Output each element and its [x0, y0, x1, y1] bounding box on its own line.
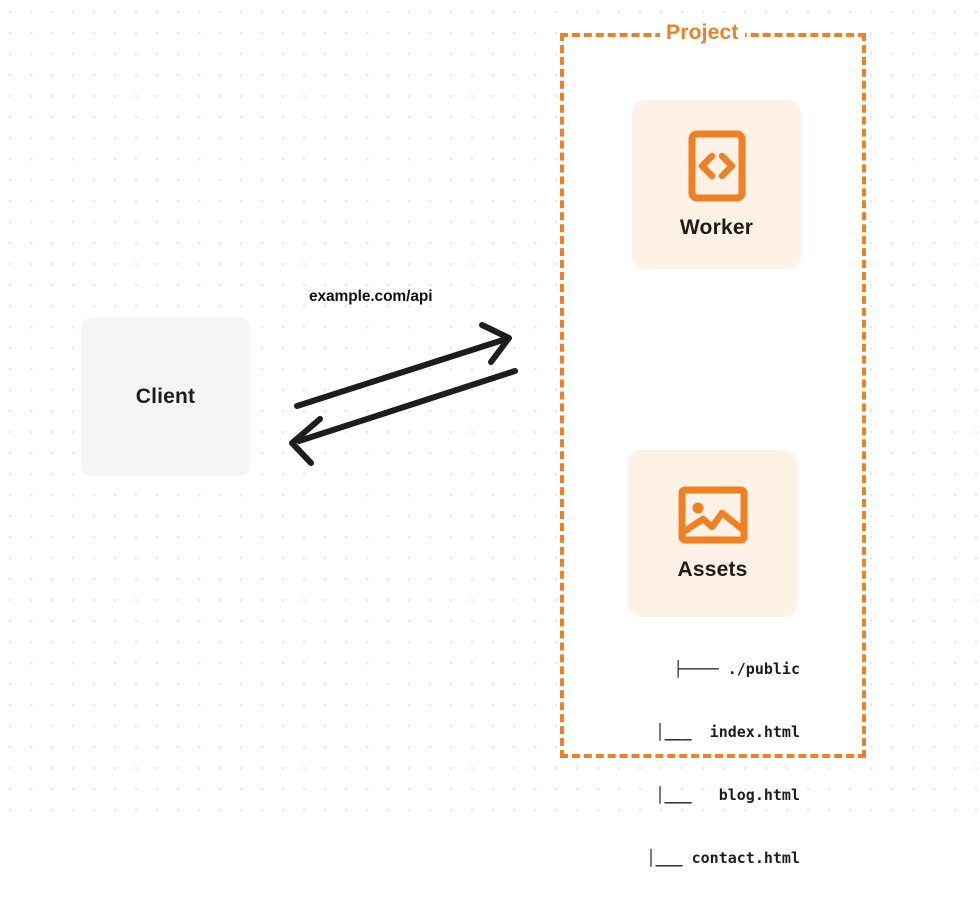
worker-node[interactable]: Worker	[632, 100, 801, 269]
request-arrow	[294, 322, 512, 409]
file-tree-line: │___ index.html	[655, 723, 801, 741]
file-tree-line: │___ blog.html	[655, 786, 801, 804]
assets-node[interactable]: Assets	[628, 450, 797, 617]
file-tree-line: ├──── ./public	[673, 660, 800, 678]
project-title-label: Project	[660, 21, 745, 45]
code-brackets-icon	[688, 130, 746, 202]
worker-node-label: Worker	[679, 215, 754, 239]
assets-node-label: Assets	[677, 557, 748, 581]
assets-file-tree: ├──── ./public │___ index.html │___ blog…	[610, 617, 800, 911]
image-icon	[678, 486, 748, 544]
edge-label: example.com/api	[309, 288, 433, 305]
response-arrow	[289, 368, 518, 466]
client-node-label: Client	[135, 385, 196, 408]
client-node[interactable]: Client	[81, 318, 250, 476]
file-tree-line: │___ contact.html	[646, 849, 800, 867]
diagram-canvas: Client example.com/api Project Worker	[0, 0, 980, 867]
